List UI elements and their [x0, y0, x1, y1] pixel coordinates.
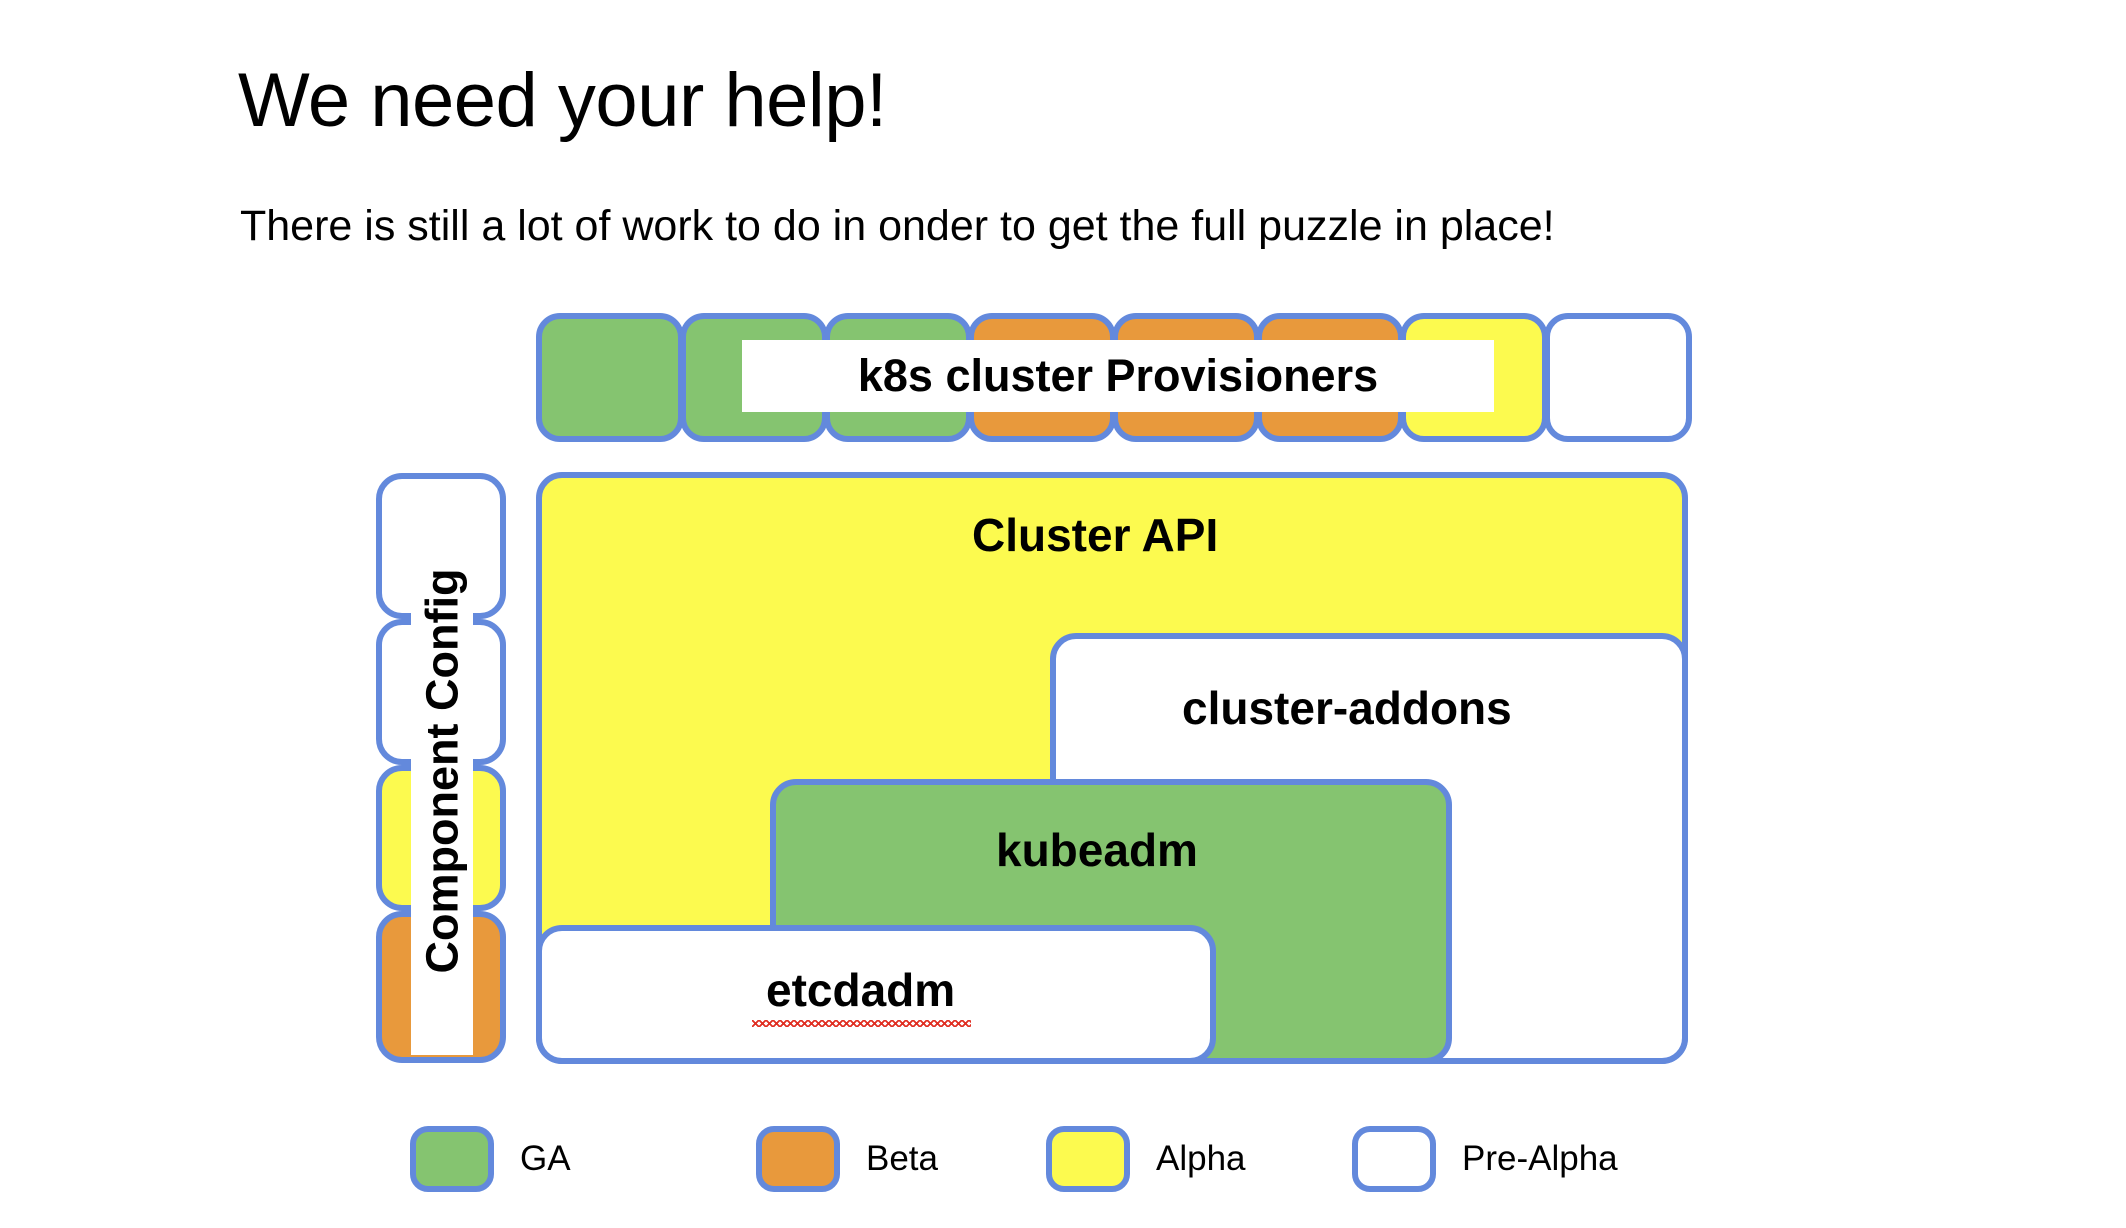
legend-alpha: Alpha: [1046, 1126, 1246, 1192]
legend-beta-swatch: [756, 1126, 840, 1192]
k8s-cluster-provisioners-label: k8s cluster Provisioners: [857, 350, 1379, 401]
status-legend: GA Beta Alpha Pre-Alpha: [0, 1126, 2126, 1206]
component-config-label-plate: Component Config: [411, 487, 473, 1055]
legend-pre-alpha-label: Pre-Alpha: [1462, 1139, 1618, 1178]
page-subtitle: There is still a lot of work to do in on…: [240, 202, 1555, 250]
legend-pre-alpha: Pre-Alpha: [1352, 1126, 1618, 1192]
legend-ga-label: GA: [520, 1139, 571, 1178]
legend-ga-swatch: [410, 1126, 494, 1192]
etcdadm-label-text: etcdadm: [751, 964, 972, 1027]
legend-beta: Beta: [756, 1126, 938, 1192]
component-config-label: Component Config: [416, 568, 468, 974]
cluster-addons-label: cluster-addons: [1182, 682, 1512, 734]
cluster-api-label: Cluster API: [972, 509, 1219, 561]
legend-alpha-label: Alpha: [1156, 1139, 1246, 1178]
provisioner-cell-8[interactable]: [1544, 313, 1692, 442]
legend-pre-alpha-swatch: [1352, 1126, 1436, 1192]
k8s-cluster-provisioners-label-plate: k8s cluster Provisioners: [742, 340, 1494, 412]
etcdadm-label: etcdadm: [751, 964, 972, 1027]
kubeadm-label: kubeadm: [996, 824, 1198, 876]
etcdadm-box[interactable]: [536, 925, 1216, 1064]
legend-beta-label: Beta: [866, 1139, 938, 1178]
legend-ga: GA: [410, 1126, 571, 1192]
provisioner-cell-1[interactable]: [536, 313, 684, 442]
page-title: We need your help!: [238, 57, 887, 143]
legend-alpha-swatch: [1046, 1126, 1130, 1192]
